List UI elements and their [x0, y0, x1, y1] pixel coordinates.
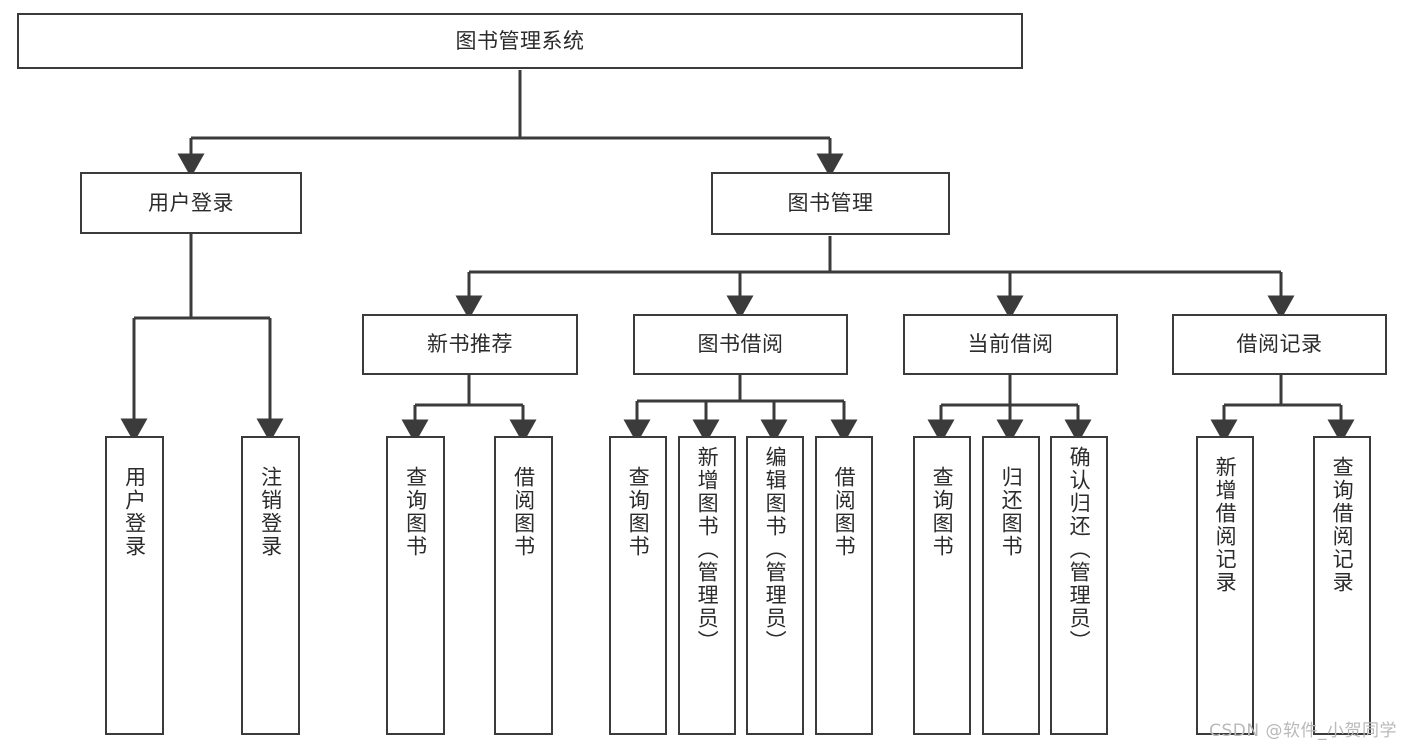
node-leaf-query-book-borrow-label: 查询图书	[626, 466, 651, 558]
node-new-book-recommend-label: 新书推荐	[427, 332, 513, 357]
node-book-management-label: 图书管理	[787, 191, 874, 216]
node-current-borrow-label: 当前借阅	[967, 332, 1054, 357]
node-leaf-query-book-recommend[interactable]: 查询图书	[386, 436, 445, 735]
node-book-borrow-label: 图书借阅	[697, 332, 784, 357]
node-root-book-management-system[interactable]: 图书管理系统	[17, 13, 1023, 69]
node-leaf-add-borrow-record-label: 新增借阅记录	[1213, 456, 1238, 594]
node-leaf-confirm-return-admin[interactable]: 确认归还（管理员）	[1050, 436, 1108, 735]
node-leaf-borrow-book-label: 借阅图书	[832, 466, 857, 558]
node-leaf-query-borrow-record[interactable]: 查询借阅记录	[1313, 436, 1371, 735]
node-leaf-edit-book-admin-label: 编辑图书（管理员）	[763, 446, 788, 653]
node-book-management[interactable]: 图书管理	[711, 172, 950, 235]
node-leaf-add-borrow-record[interactable]: 新增借阅记录	[1196, 436, 1254, 735]
node-leaf-logout[interactable]: 注销登录	[241, 436, 300, 735]
node-leaf-user-login[interactable]: 用户登录	[105, 436, 164, 735]
node-leaf-borrow-book-recommend-label: 借阅图书	[511, 466, 536, 558]
node-leaf-query-book-recommend-label: 查询图书	[403, 466, 428, 558]
node-leaf-borrow-book-recommend[interactable]: 借阅图书	[494, 436, 553, 735]
node-new-book-recommend[interactable]: 新书推荐	[362, 314, 578, 375]
node-leaf-logout-label: 注销登录	[258, 466, 283, 558]
node-leaf-borrow-book[interactable]: 借阅图书	[815, 436, 873, 735]
node-leaf-return-book-label: 归还图书	[999, 466, 1024, 558]
node-leaf-query-book-borrow[interactable]: 查询图书	[609, 436, 667, 735]
node-leaf-return-book[interactable]: 归还图书	[982, 436, 1040, 735]
node-leaf-add-book-admin[interactable]: 新增图书（管理员）	[678, 436, 736, 735]
node-leaf-query-borrow-record-label: 查询借阅记录	[1330, 456, 1355, 594]
node-borrow-record-label: 借阅记录	[1236, 332, 1323, 357]
node-leaf-query-book-current-label: 查询图书	[930, 466, 955, 558]
node-book-borrow[interactable]: 图书借阅	[633, 314, 848, 375]
node-leaf-query-book-current[interactable]: 查询图书	[913, 436, 971, 735]
node-leaf-edit-book-admin[interactable]: 编辑图书（管理员）	[746, 436, 804, 735]
node-leaf-confirm-return-admin-label: 确认归还（管理员）	[1067, 446, 1092, 653]
node-current-borrow[interactable]: 当前借阅	[903, 314, 1118, 375]
node-user-login[interactable]: 用户登录	[80, 172, 302, 234]
node-leaf-user-login-label: 用户登录	[122, 466, 147, 558]
node-leaf-add-book-admin-label: 新增图书（管理员）	[695, 446, 720, 653]
node-borrow-record[interactable]: 借阅记录	[1172, 314, 1387, 375]
node-user-login-label: 用户登录	[148, 190, 234, 215]
node-root-label: 图书管理系统	[455, 28, 585, 53]
